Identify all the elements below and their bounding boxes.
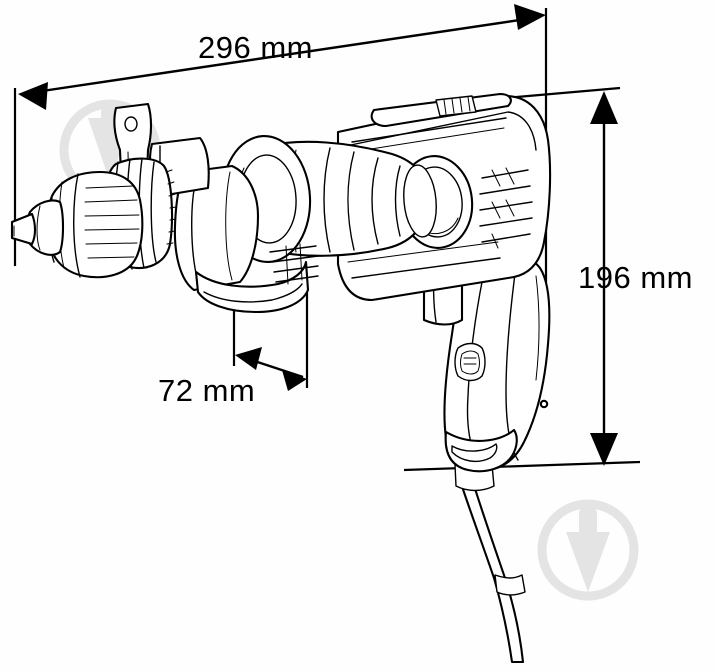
- screw-point: [539, 399, 549, 409]
- dimension-label-width: 72 mm: [158, 373, 256, 408]
- dimension-label-length: 296 mm: [198, 30, 313, 65]
- handle-bottom: [444, 428, 518, 473]
- power-cord: [454, 464, 526, 664]
- watermark-logo-bottom-right: [537, 499, 639, 601]
- bracket-hole: [124, 116, 138, 132]
- mode-selector: [370, 92, 512, 128]
- gearbox-base: [194, 260, 310, 314]
- gearbox-housing: [173, 164, 260, 292]
- air-vents: [479, 167, 533, 249]
- nameplate: [351, 117, 507, 153]
- gearbox-vents: [269, 243, 319, 285]
- speed-dial: [454, 342, 486, 382]
- dimension-height-196: [403, 86, 641, 472]
- side-handle: [220, 134, 437, 264]
- dimension-label-height: 196 mm: [578, 260, 693, 295]
- chuck: [46, 170, 144, 279]
- drill-bit-tip: [10, 212, 37, 246]
